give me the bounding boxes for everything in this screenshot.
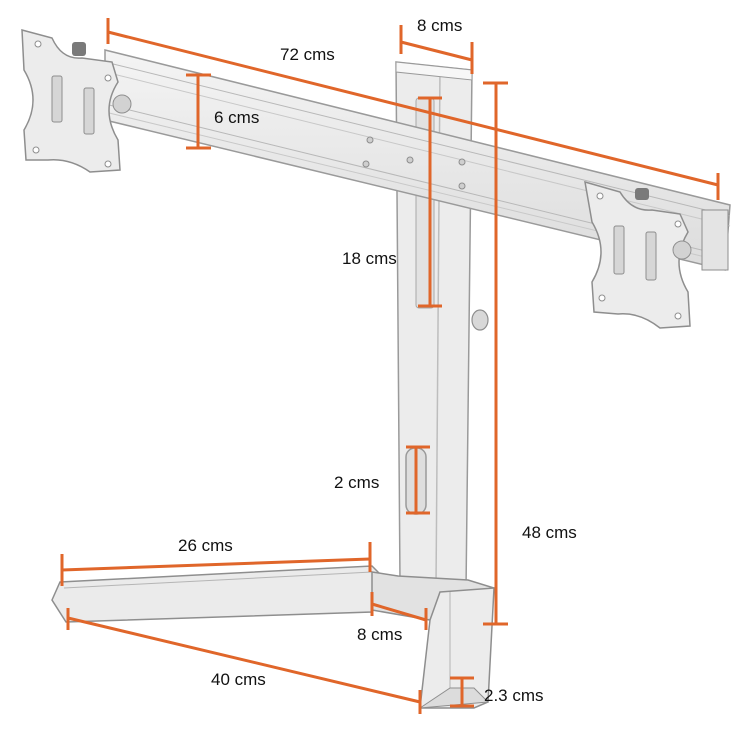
dimension-label-crossbar-height: 6 cms (214, 108, 260, 127)
dimension-label-base-arm: 26 cms (178, 536, 233, 555)
right-vesa-mount (584, 180, 729, 329)
dimension-label-slot-length: 18 cms (342, 249, 397, 268)
dimension-label-foot-thickness: 2.3 cms (484, 686, 544, 705)
dimension-label-crossbar-length: 72 cms (280, 45, 335, 64)
dimension-label-base-hub: 8 cms (357, 625, 403, 644)
dimension-lines (60, 18, 720, 714)
stand-base (51, 565, 497, 709)
dimension-label-pole-height: 48 cms (522, 523, 577, 542)
dimension-label-cable-slot: 2 cms (334, 473, 380, 492)
dimension-label-base-diagonal: 40 cms (211, 670, 266, 689)
dimension-label-pole-width: 8 cms (417, 16, 463, 35)
left-vesa-mount (21, 29, 132, 173)
